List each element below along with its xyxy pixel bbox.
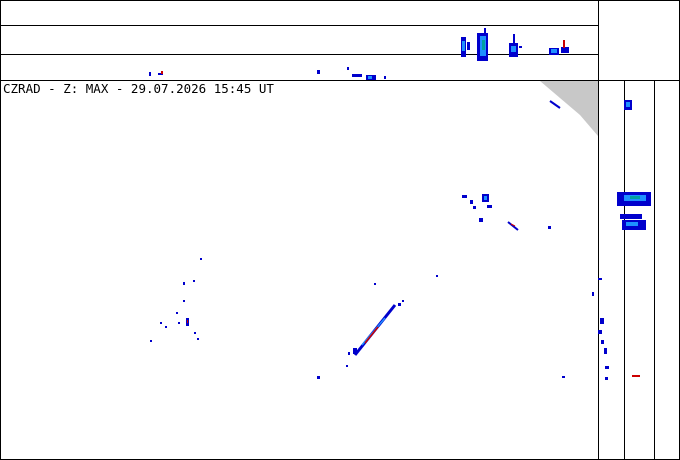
side-projection-gridline-2: [654, 80, 655, 460]
no-coverage-area: [540, 81, 598, 136]
side-projection-gridline-1: [624, 80, 625, 460]
main-map-echoes: [150, 100, 594, 379]
top-projection-gridline-1: [0, 25, 599, 26]
top-projection-gridline-2: [0, 54, 599, 55]
top-projection-echoes: [149, 28, 569, 80]
side-projection-echoes: [598, 100, 651, 380]
map-title: CZRAD - Z: MAX - 29.07.2026 15:45 UT: [3, 81, 274, 96]
